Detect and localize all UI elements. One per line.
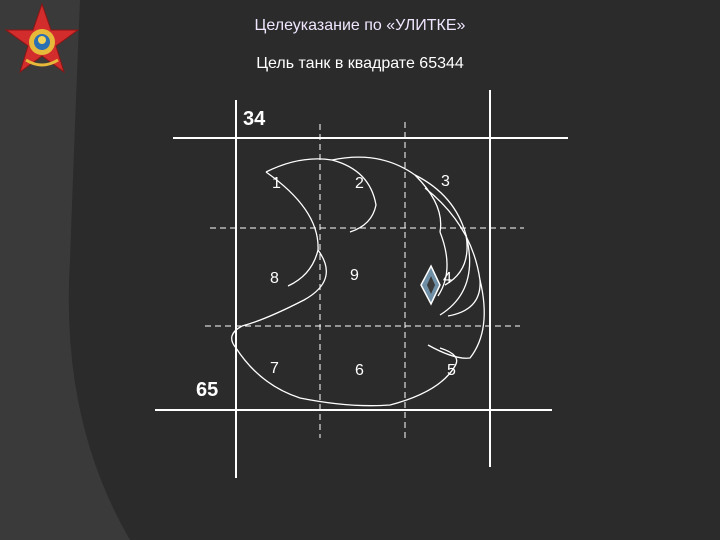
cell-label-2: 2 (355, 175, 364, 192)
cell-label-7: 7 (270, 360, 279, 377)
cell-label-5: 5 (447, 362, 456, 379)
slide-subtitle: Цель танк в квадрате 65344 (256, 55, 464, 72)
cell-label-6: 6 (355, 362, 364, 379)
cell-label-1: 1 (272, 175, 281, 192)
cell-label-4: 4 (443, 270, 452, 287)
cell-label-9: 9 (350, 267, 359, 284)
left-square-number: 65 (196, 379, 219, 401)
top-square-number: 34 (243, 108, 266, 130)
red-star-emblem (4, 2, 80, 74)
cell-label-3: 3 (441, 173, 450, 190)
cell-label-8: 8 (270, 270, 279, 287)
slide-title: Целеуказание по «УЛИТКЕ» (254, 17, 466, 34)
